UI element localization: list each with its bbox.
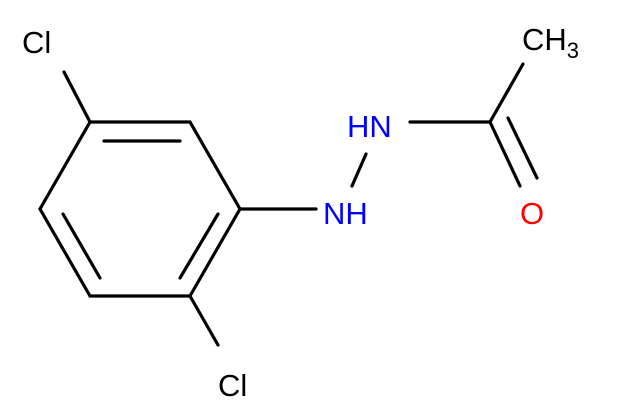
bond-carbonyl-methyl: [488, 62, 525, 124]
ring-inner-bond-3: [61, 212, 102, 280]
ring-bond-c3-c4: [188, 207, 242, 298]
ring-bond-c2-c3: [188, 120, 242, 211]
bond-c1-cl-top: [62, 70, 92, 124]
hn-acyl-label: HN: [347, 109, 392, 144]
bond-carbonyl-oxygen-1: [488, 120, 522, 188]
oxygen-label: O: [520, 196, 544, 231]
methyl-label: CH3: [522, 22, 579, 63]
nh-ring-label: NH: [323, 196, 368, 231]
bond-carbonyl-oxygen-2: [506, 116, 539, 180]
benzene-ring: [38, 120, 242, 298]
ring-bond-c5-c6: [38, 207, 92, 298]
chlorine-top-label: Cl: [22, 25, 51, 60]
methyl-subscript: 3: [567, 38, 579, 63]
bond-nh-nh: [350, 152, 368, 188]
ring-bond-c6-c1: [38, 120, 92, 211]
chlorine-bottom-label: Cl: [218, 368, 247, 403]
ring-inner-bond-2: [178, 212, 220, 280]
bond-c4-cl-bottom: [188, 294, 220, 347]
methyl-ch-label: CH: [522, 22, 567, 57]
